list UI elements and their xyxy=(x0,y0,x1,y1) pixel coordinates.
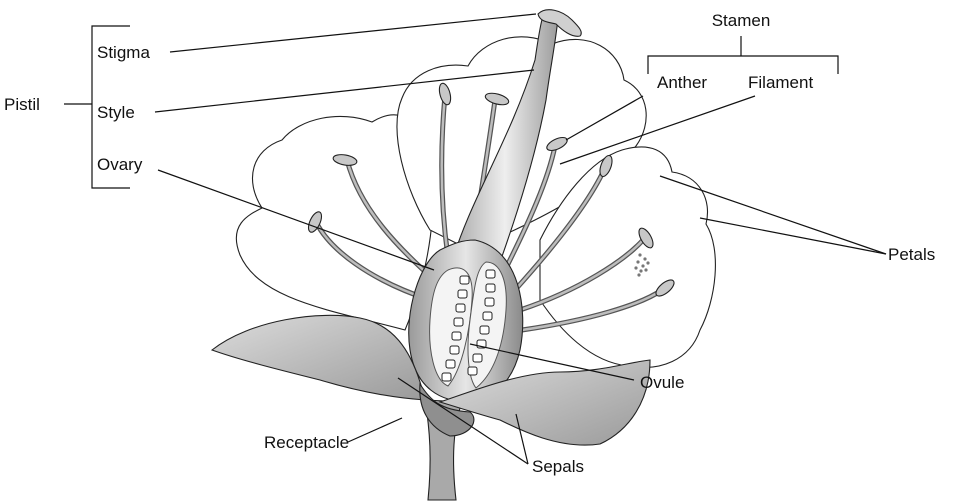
label-stigma: Stigma xyxy=(97,43,150,62)
sepal-left xyxy=(212,315,425,400)
label-sepals: Sepals xyxy=(532,457,584,476)
label-anther: Anther xyxy=(657,73,707,92)
stamen-bracket xyxy=(648,56,838,74)
label-pistil: Pistil xyxy=(4,95,40,114)
petals-leader-2 xyxy=(700,218,886,254)
label-filament: Filament xyxy=(748,73,813,92)
label-ovary: Ovary xyxy=(97,155,143,174)
stigma-leader xyxy=(170,14,536,52)
label-petals: Petals xyxy=(888,245,935,264)
receptacle-leader xyxy=(348,418,402,442)
label-stamen: Stamen xyxy=(712,11,771,30)
flower-illustration xyxy=(212,10,715,500)
label-receptacle: Receptacle xyxy=(264,433,349,452)
label-ovule: Ovule xyxy=(640,373,684,392)
label-style: Style xyxy=(97,103,135,122)
